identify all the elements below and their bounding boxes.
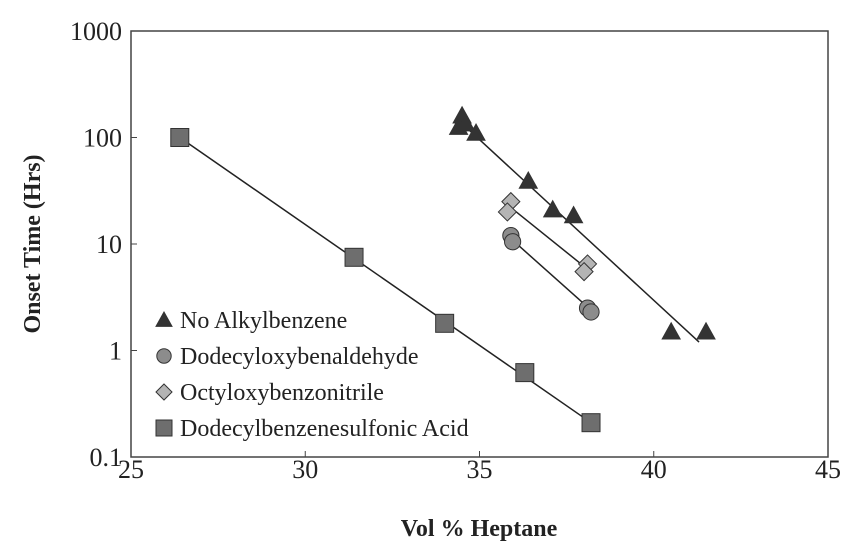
x-tick-label: 45 xyxy=(815,455,841,484)
data-point xyxy=(542,199,563,218)
y-tick-label: 1000 xyxy=(70,17,122,46)
x-tick-label: 25 xyxy=(118,455,144,484)
data-points xyxy=(170,105,716,433)
data-point xyxy=(581,413,601,433)
data-point xyxy=(518,171,539,189)
data-point xyxy=(696,321,716,340)
legend-label: No Alkylbenzene xyxy=(180,308,347,334)
legend-label: Dodecyloxybenaldehyde xyxy=(180,344,419,370)
x-tick-label: 40 xyxy=(641,455,667,484)
x-tick-label: 35 xyxy=(467,455,493,484)
data-point xyxy=(574,261,594,282)
fit-line xyxy=(458,119,700,343)
x-tick-label: 30 xyxy=(292,455,318,484)
legend-marker xyxy=(155,310,173,327)
fit-line xyxy=(510,206,589,270)
y-tick-label: 100 xyxy=(83,124,122,153)
data-point xyxy=(466,123,486,141)
data-point xyxy=(504,233,522,251)
legend-label: Dodecylbenzenesulfonic Acid xyxy=(180,416,469,442)
x-axis-label: Vol % Heptane xyxy=(401,516,558,542)
data-point xyxy=(497,202,518,222)
data-point xyxy=(661,321,682,340)
legend: No AlkylbenzeneDodecyloxybenaldehydeOcty… xyxy=(155,308,469,442)
data-point xyxy=(344,247,364,267)
data-point xyxy=(435,313,455,333)
legend-marker xyxy=(155,383,173,401)
data-point xyxy=(563,205,584,224)
data-point xyxy=(455,113,476,132)
data-point xyxy=(515,363,535,383)
y-tick-label: 0.1 xyxy=(90,443,123,472)
y-tick-label: 1 xyxy=(109,337,122,366)
legend-marker xyxy=(156,348,172,364)
y-axis-label: Onset Time (Hrs) xyxy=(20,154,46,333)
y-tick-label: 10 xyxy=(96,230,122,259)
fit-line xyxy=(513,241,592,311)
ticks-layer: 25 30 35 40 45 0.1 1 10 100 1000 xyxy=(70,17,841,484)
data-point xyxy=(582,303,600,321)
legend-marker xyxy=(155,419,173,437)
data-point xyxy=(170,128,190,147)
plot-area xyxy=(130,30,829,458)
legend-label: Octyloxybenzonitrile xyxy=(180,380,384,406)
